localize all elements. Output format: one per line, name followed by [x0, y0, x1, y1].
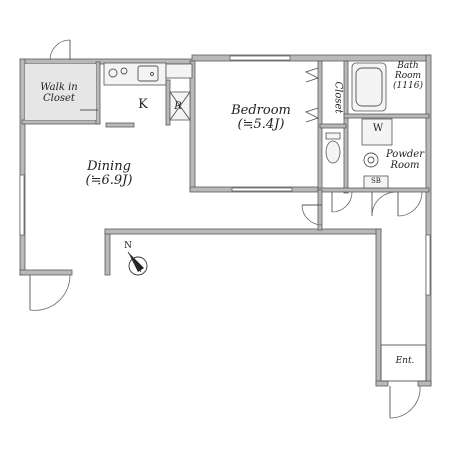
sink-icon [137, 65, 159, 82]
entrance-step [380, 344, 427, 382]
wall-bath-bottom [343, 113, 430, 119]
powder-room-label: Powder Room [382, 149, 428, 171]
toilet-icon [325, 140, 341, 164]
kitchen-label: K [138, 97, 148, 112]
door-arc-hall-1 [301, 204, 323, 226]
wall-toilet-top [319, 123, 347, 129]
door-arc-powder-2 [397, 191, 423, 217]
door-swing-icon [49, 39, 71, 61]
bedroom-name: Bedroom [231, 103, 291, 118]
powder-line2: Room [390, 160, 420, 171]
window-bedroom-top [229, 55, 291, 61]
bath-line3: (1116) [393, 80, 423, 91]
dining-size: (≒6.9J) [85, 173, 133, 189]
wall-left [19, 58, 26, 276]
bath-line2: Room [394, 70, 422, 81]
wall-closet-right [95, 61, 101, 125]
bath-room-label: Bath Room (1116) [386, 61, 430, 92]
bath-line1: Bath [397, 61, 419, 71]
door-arc-entrance [389, 385, 421, 419]
stove-icon [108, 68, 118, 78]
closet-bifold-door-bottom [304, 107, 320, 123]
door-arc-dining [29, 274, 71, 311]
wall-entrance-bottom-right [417, 380, 432, 387]
wall-entrance-bottom [375, 380, 389, 387]
wall-top-right [191, 54, 430, 62]
sink-drain [150, 72, 154, 76]
window-bedroom-bottom [231, 187, 293, 192]
wall-fridge-left [165, 79, 171, 126]
wall-hall-divider [317, 189, 323, 231]
wall-l-corner-horizontal [104, 228, 382, 235]
washer-icon [361, 118, 393, 146]
walk-in-closet-line1: Walk in [40, 82, 78, 93]
compass-north-label: N [124, 241, 132, 251]
door-arc-powder-1 [371, 191, 397, 217]
wall-dining-bottom [19, 269, 73, 276]
washer-label: W [372, 123, 384, 134]
wall-l-corner-vertical [104, 229, 111, 276]
window-dining-left [19, 174, 25, 236]
walk-in-closet-line2: Closet [43, 93, 75, 104]
powder-sink-inner [367, 156, 375, 164]
walkin-closet-area [25, 64, 96, 120]
bathtub-icon [351, 62, 387, 112]
bedroom-size: (≒5.4J) [237, 117, 285, 133]
compass-icon [127, 251, 148, 276]
wall-powder-bottom [317, 187, 430, 193]
toilet-tank [325, 132, 341, 140]
stove-burner-2 [120, 67, 128, 75]
shoe-box [363, 175, 389, 189]
wall-corridor-left [375, 228, 382, 386]
powder-line1: Powder [385, 149, 424, 160]
refrigerator-label: R [174, 101, 182, 112]
window-corridor-right [425, 234, 431, 296]
wall-closet-bottom [21, 119, 101, 125]
bathtub-inner [355, 67, 383, 107]
wall-kitchen-partition [105, 122, 135, 128]
bedroom-label: Bedroom (≒5.4J) [220, 103, 302, 133]
fridge-diag-2 [169, 91, 191, 121]
dining-name: Dining [87, 159, 131, 174]
entrance-label: Ent. [395, 356, 415, 366]
closet-label: Closet [332, 81, 344, 114]
dining-label: Dining (≒6.9J) [72, 159, 146, 189]
closet-bifold-door-top [304, 67, 320, 83]
wall-bedroom-left [189, 60, 196, 192]
door-arc-toilet [331, 191, 353, 213]
wall-right [425, 54, 432, 386]
kitchen-upper-cabinet [165, 63, 193, 79]
powder-sink-icon [363, 152, 379, 168]
walk-in-closet-label: Walk in Closet [30, 82, 88, 104]
shoe-box-label: SB [371, 177, 381, 185]
